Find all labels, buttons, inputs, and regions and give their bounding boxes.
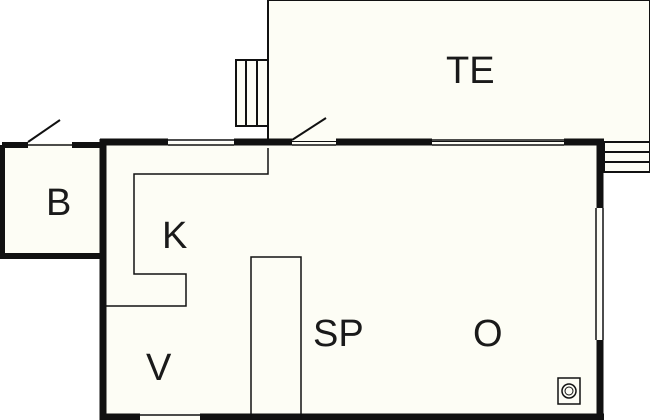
storage-room xyxy=(0,119,101,259)
room-divider xyxy=(250,256,302,420)
room-label-bath: V xyxy=(146,347,172,389)
house-floor xyxy=(103,142,601,420)
terrace-floor xyxy=(267,0,650,143)
storage-floor xyxy=(2,143,101,256)
entry-door-icon xyxy=(291,117,327,141)
room-label-bedroom: O xyxy=(473,313,503,355)
room-label-storage: B xyxy=(46,182,71,224)
storage-door-icon xyxy=(27,119,61,143)
room-label-living: SP xyxy=(313,313,364,355)
kitchen-counter xyxy=(106,148,269,307)
terrace-steps-left xyxy=(235,59,269,127)
stove-icon xyxy=(557,377,581,405)
room-label-terrace: TE xyxy=(446,50,495,92)
room-label-kitchen: K xyxy=(162,215,187,257)
terrace xyxy=(235,0,650,173)
terrace-steps-right xyxy=(603,141,650,173)
main-house xyxy=(99,117,604,420)
